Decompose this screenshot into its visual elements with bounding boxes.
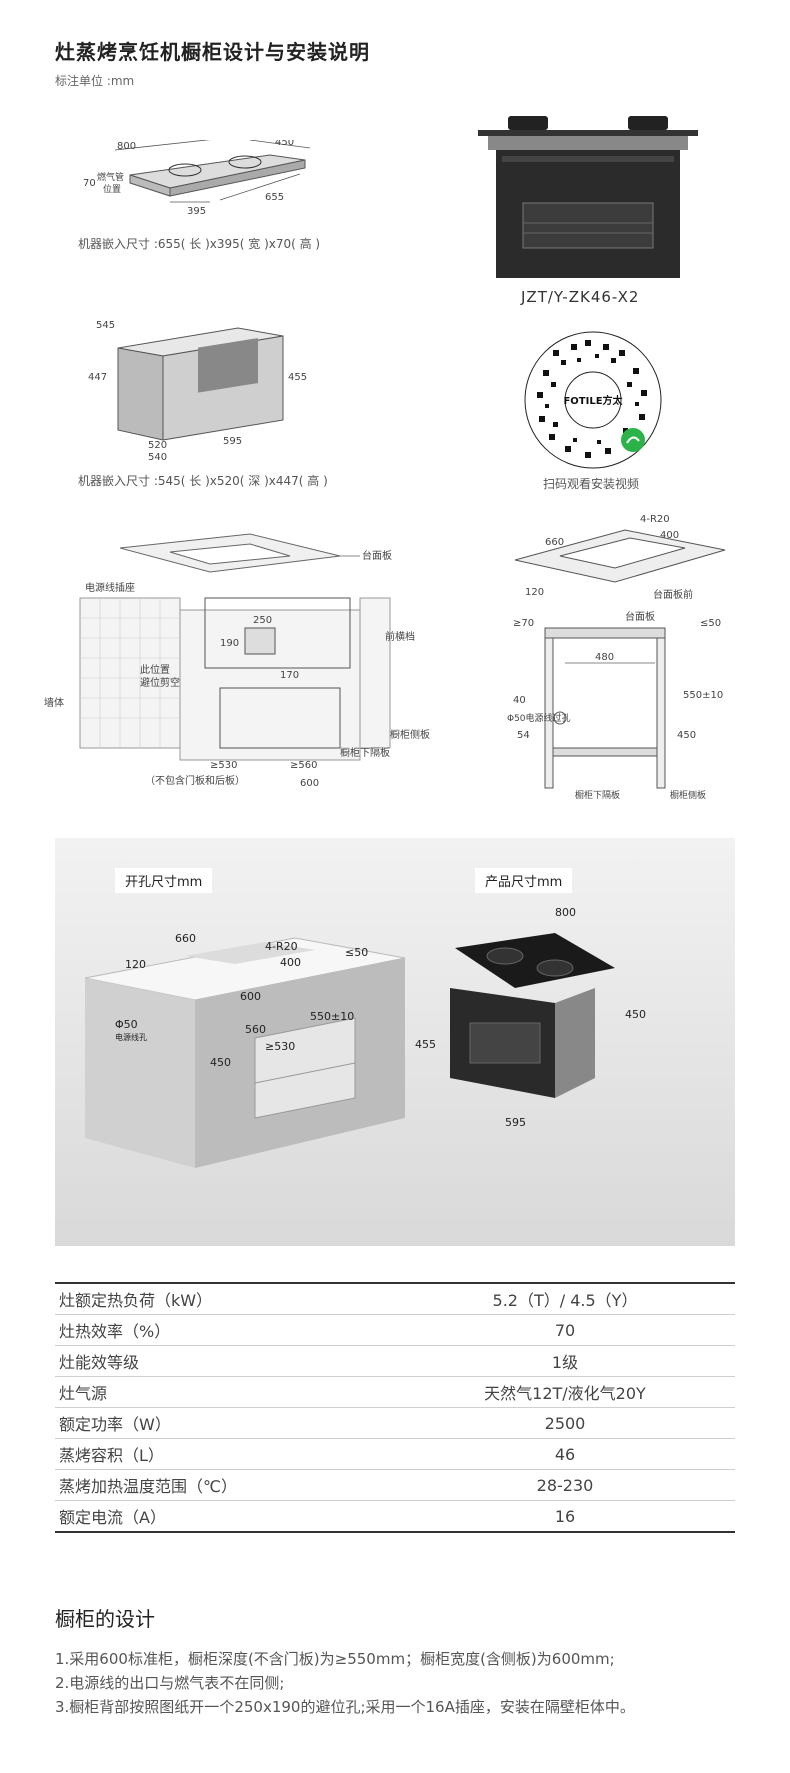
label-product-dims: 产品尺寸mm <box>475 868 573 893</box>
label-avoid-hole2: 避位剪空 <box>140 676 180 689</box>
dim-190: 190 <box>220 638 239 649</box>
render-label-power-hole: 电源线孔 <box>115 1032 147 1042</box>
qr-code[interactable]: FOTILE方太 <box>523 330 663 470</box>
product-photo <box>478 116 698 278</box>
dim-660: 660 <box>545 537 564 548</box>
oven-dimension-diagram: 545 447 455 520 540 595 <box>88 320 307 460</box>
hob-embed-caption: 机器嵌入尺寸 :655( 长 )x395( 宽 )x70( 高 ) <box>78 237 321 251</box>
brand-logo: FOTILE方太 <box>563 394 623 407</box>
label-countertop: 台面板 <box>362 549 392 562</box>
label-wall: 墙体 <box>44 696 64 709</box>
dim-800: 800 <box>117 141 136 152</box>
dim-600: 600 <box>300 778 319 789</box>
dim-595: 595 <box>223 436 242 447</box>
dim-530: ≥530 <box>210 760 237 771</box>
hob-dimension-diagram: 800 450 燃气管 位置 70 395 655 <box>83 140 311 217</box>
render-dim-450-product: 450 <box>625 1008 646 1021</box>
oven-embed-caption: 机器嵌入尺寸 :545( 长 )x520( 深 )x447( 高 ) <box>78 474 328 488</box>
dim-455: 455 <box>288 372 307 383</box>
render-panel: 开孔尺寸mm 产品尺寸mm 4-R20 660 400 ≤50 120 600 … <box>55 838 735 1246</box>
render-dim-400: 400 <box>280 956 301 969</box>
dim-70: 70 <box>83 178 96 189</box>
table-row: 蒸烤加热温度范围（℃）28-230 <box>55 1469 735 1501</box>
render-dim-800: 800 <box>555 906 576 919</box>
cabinet-install-diagram: 台面板 电源线插座 墙体 此位置 避位剪空 前横档 橱柜侧板 橱柜下隔板 （不包… <box>44 533 430 789</box>
design-note-1: 1.采用600标准柜，橱柜深度(不含门板)为≥550mm；橱柜宽度(含侧板)为6… <box>55 1650 615 1668</box>
countertop-top-diagram: 4-R20 660 400 120 台面板前 <box>514 514 726 601</box>
table-row: 额定电流（A）16 <box>55 1500 735 1533</box>
label-no-door: （不包含门板和后板） <box>145 774 245 787</box>
dim-54: 54 <box>517 730 530 741</box>
gas-pipe-label2: 位置 <box>103 183 121 195</box>
render-dim-560: 560 <box>245 1023 266 1036</box>
dim-395: 395 <box>187 206 206 217</box>
label-front-beam: 前横档 <box>385 630 415 643</box>
render-dim-le50: ≤50 <box>345 946 368 959</box>
table-row: 灶热效率（%）70 <box>55 1314 735 1346</box>
label-hole-dims: 开孔尺寸mm <box>115 868 213 893</box>
table-row: 灶额定热负荷（kW）5.2（T）/ 4.5（Y） <box>55 1282 735 1315</box>
section-side-panel: 橱柜侧板 <box>670 789 706 801</box>
qr-caption: 扫码观看安装视频 <box>543 477 640 491</box>
dim-550: 550±10 <box>683 690 723 701</box>
dim-655: 655 <box>265 192 284 203</box>
render-dim-4-r20: 4-R20 <box>265 940 298 953</box>
label-hole: Φ50电源线过孔 <box>507 712 571 724</box>
dim-540: 540 <box>148 452 167 460</box>
design-note-2: 2.电源线的出口与燃气表不在同侧; <box>55 1674 285 1692</box>
label-side-panel: 橱柜侧板 <box>390 728 430 741</box>
dim-560: ≥560 <box>290 760 317 771</box>
model-number: JZT/Y-ZK46-X2 <box>521 288 640 306</box>
label-power-socket: 电源线插座 <box>85 581 135 594</box>
dim-480: 480 <box>595 652 614 663</box>
render-dim-600: 600 <box>240 990 261 1003</box>
design-title: 橱柜的设计 <box>55 1607 155 1631</box>
dim-450: 450 <box>275 140 294 148</box>
label-countertop-front: 台面板前 <box>653 588 693 601</box>
dim-545: 545 <box>96 320 115 331</box>
dim-447: 447 <box>88 372 107 383</box>
dim-450-section: 450 <box>677 730 696 741</box>
label-avoid-hole: 此位置 <box>140 663 170 676</box>
dim-170: 170 <box>280 670 299 681</box>
section-countertop: 台面板 <box>625 610 655 623</box>
label-lower-partition: 橱柜下隔板 <box>340 746 390 759</box>
dim-520: 520 <box>148 440 167 451</box>
spec-table: 灶额定热负荷（kW）5.2（T）/ 4.5（Y） 灶热效率（%）70 灶能效等级… <box>55 1282 735 1533</box>
dim-4-r20: 4-R20 <box>640 514 670 525</box>
render-dim-455: 455 <box>415 1038 436 1051</box>
unit-note: 标注单位 :mm <box>55 74 135 88</box>
render-dim-595: 595 <box>505 1116 526 1129</box>
dim-400: 400 <box>660 530 679 541</box>
page-title: 灶蒸烤烹饪机橱柜设计与安装说明 <box>55 40 370 64</box>
dim-ge70: ≥70 <box>513 618 534 629</box>
render-dim-450: 450 <box>210 1056 231 1069</box>
dim-le50: ≤50 <box>700 618 721 629</box>
design-note-3: 3.橱柜背部按照图纸开一个250x190的避位孔;采用一个16A插座，安装在隔壁… <box>55 1698 635 1716</box>
render-dim-ge530: ≥530 <box>265 1040 295 1053</box>
dim-40: 40 <box>513 695 526 706</box>
table-row: 额定功率（W）2500 <box>55 1407 735 1439</box>
render-dim-phi50: Φ50 <box>115 1018 138 1031</box>
gas-pipe-label: 燃气管 <box>97 171 124 183</box>
render-illustration: 4-R20 660 400 ≤50 120 600 Φ50 电源线孔 550±1… <box>84 906 646 1168</box>
dim-250: 250 <box>253 615 272 626</box>
render-dim-550: 550±10 <box>310 1010 354 1023</box>
cabinet-section-diagram: ≥70 ≤50 480 40 550±10 450 54 台面板 Φ50电源线过… <box>507 610 723 801</box>
table-row: 蒸烤容积（L）46 <box>55 1438 735 1470</box>
dim-120: 120 <box>525 587 544 598</box>
section-lower-partition: 橱柜下隔板 <box>575 789 620 801</box>
render-dim-660: 660 <box>175 932 196 945</box>
render-dim-120: 120 <box>125 958 146 971</box>
table-row: 灶气源天然气12T/液化气20Y <box>55 1376 735 1408</box>
